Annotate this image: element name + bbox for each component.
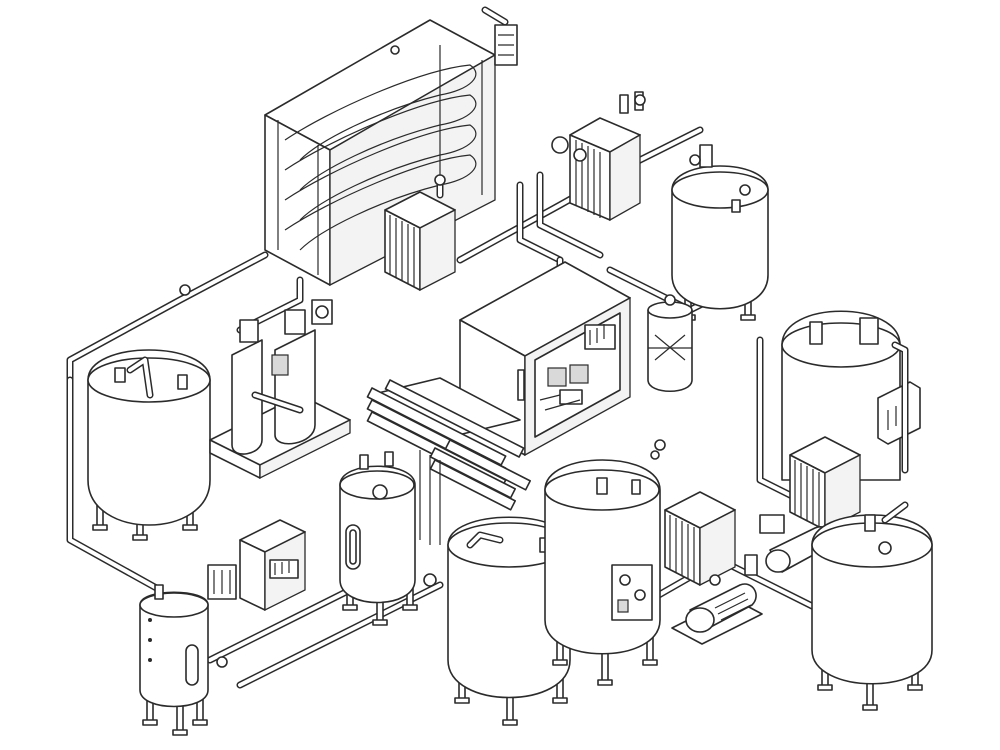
valve-icon (216, 656, 228, 668)
coil-tubing (284, 64, 477, 251)
storage-tank-right-back (781, 310, 921, 481)
plate-heat-exchanger-3 (664, 491, 736, 587)
valve-icon (654, 439, 666, 451)
plate-heat-exchanger-1 (384, 174, 456, 292)
valve-icon (709, 574, 721, 586)
plate-heat-exchanger-4 (789, 436, 861, 532)
storage-tank-front-right (811, 501, 933, 711)
plate-heat-exchanger-2 (551, 91, 644, 222)
storage-tank-center-tall (544, 459, 661, 686)
valve-icon (179, 284, 191, 296)
filter-tube-row-bottom (429, 439, 531, 511)
compressor-unit (209, 299, 351, 480)
control-box-lower-left (207, 519, 306, 612)
valves-and-fittings (179, 45, 721, 668)
valve-icon (390, 45, 400, 55)
coil-heat-exchanger (264, 6, 518, 287)
vertical-vessel-center (339, 451, 418, 626)
gauge-icon (634, 94, 646, 106)
sight-glass-column (647, 294, 693, 392)
storage-tank-top-right (671, 144, 769, 321)
vertical-vessel-lower-left (139, 584, 209, 736)
gauge-icon (423, 573, 437, 587)
pump-motor-front (671, 583, 763, 645)
storage-tank-left (87, 349, 211, 541)
filter-cartridge-bank (366, 377, 531, 545)
valve-icon (650, 450, 660, 460)
gauge-icon (689, 154, 701, 166)
